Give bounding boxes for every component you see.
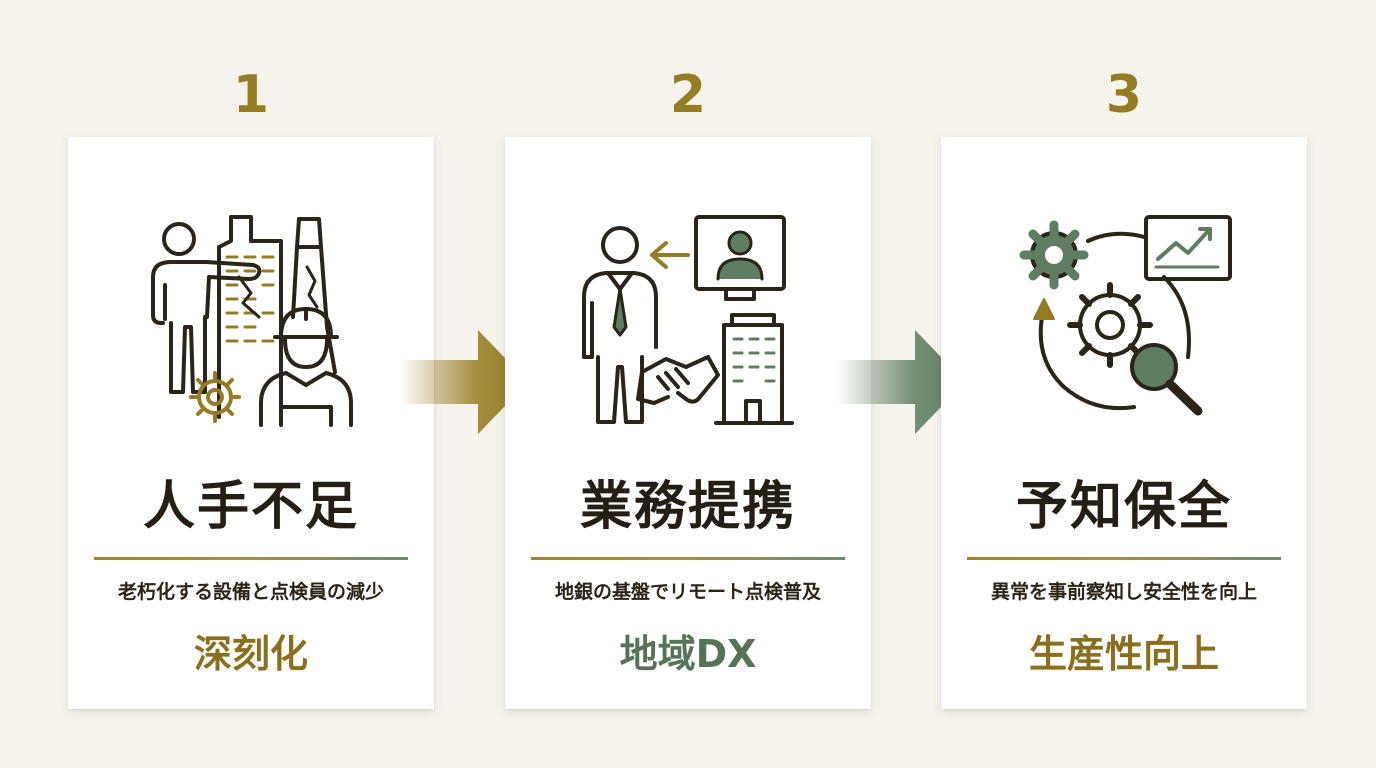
step-title: 人手不足 xyxy=(142,476,359,537)
step-result: 地域DX xyxy=(619,632,757,676)
step-result: 深刻化 xyxy=(193,632,308,676)
step-number-3: 3 xyxy=(1105,65,1143,125)
step-number-2: 2 xyxy=(669,65,707,125)
step-description: 地銀の基盤でリモート点検普及 xyxy=(554,581,821,603)
step-title: 業務提携 xyxy=(579,476,796,537)
divider-line xyxy=(967,557,1281,560)
handshake-bank-remote-icon xyxy=(568,207,808,437)
step-description: 異常を事前察知し安全性を向上 xyxy=(990,581,1257,603)
divider-line xyxy=(531,557,845,560)
step-number-1: 1 xyxy=(232,65,270,125)
step-card-1: 人手不足 老朽化する設備と点検員の減少 深刻化 xyxy=(68,137,434,709)
step-card-3: 予知保全 異常を事前察知し安全性を向上 生産性向上 xyxy=(941,137,1307,709)
step-result: 生産性向上 xyxy=(1028,632,1219,676)
arrow-right-green-icon xyxy=(837,330,967,435)
arrow-right-gold-icon xyxy=(400,330,530,435)
divider-line xyxy=(94,557,408,560)
inspector-pointing-at-aging-buildings-icon xyxy=(131,207,371,437)
step-card-2: 業務提携 地銀の基盤でリモート点検普及 地域DX xyxy=(505,137,871,709)
step-title: 予知保全 xyxy=(1015,476,1232,537)
gear-analytics-search-cycle-icon xyxy=(1004,207,1244,437)
step-description: 老朽化する設備と点検員の減少 xyxy=(117,581,384,603)
